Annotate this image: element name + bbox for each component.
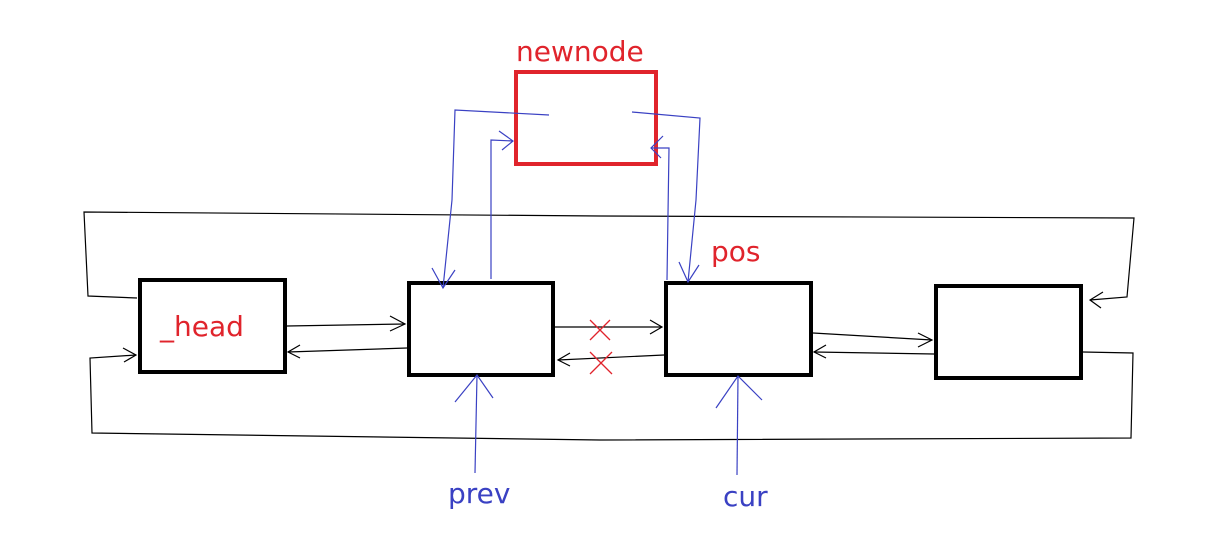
pos-label: pos (711, 235, 761, 268)
removed-link-crosses (589, 319, 613, 375)
bottom-loop (89, 351, 1134, 441)
cur-prev-to-newnode-arrow (651, 147, 670, 281)
head-label: _head (160, 310, 244, 343)
prev-pointer-arrow (474, 374, 478, 474)
cur-pointer-arrow (736, 375, 739, 476)
cur-label: cur (723, 480, 768, 513)
top-loop (83, 211, 1135, 301)
last-node-box (934, 284, 1083, 380)
cur-next-arrow (812, 332, 933, 341)
black-links (83, 211, 1135, 441)
prev-prev-arrow (287, 347, 408, 353)
last-prev-arrow (813, 351, 935, 355)
cur-node-box (664, 281, 813, 377)
newnode-next-arrow (631, 111, 701, 283)
cross-upper (589, 319, 611, 341)
cur-prev-arrow-removed (557, 354, 665, 361)
prev-node-box (407, 281, 555, 377)
head-next-arrow (286, 323, 406, 327)
cross-lower (589, 351, 613, 375)
newnode-label: newnode (516, 35, 644, 68)
prev-label: prev (448, 477, 511, 510)
newnode-prev-arrow (442, 109, 550, 289)
prev-next-to-newnode-arrow (490, 139, 514, 279)
head-node-box (138, 278, 287, 374)
blue-links (431, 109, 763, 476)
newnode-box (514, 70, 658, 166)
